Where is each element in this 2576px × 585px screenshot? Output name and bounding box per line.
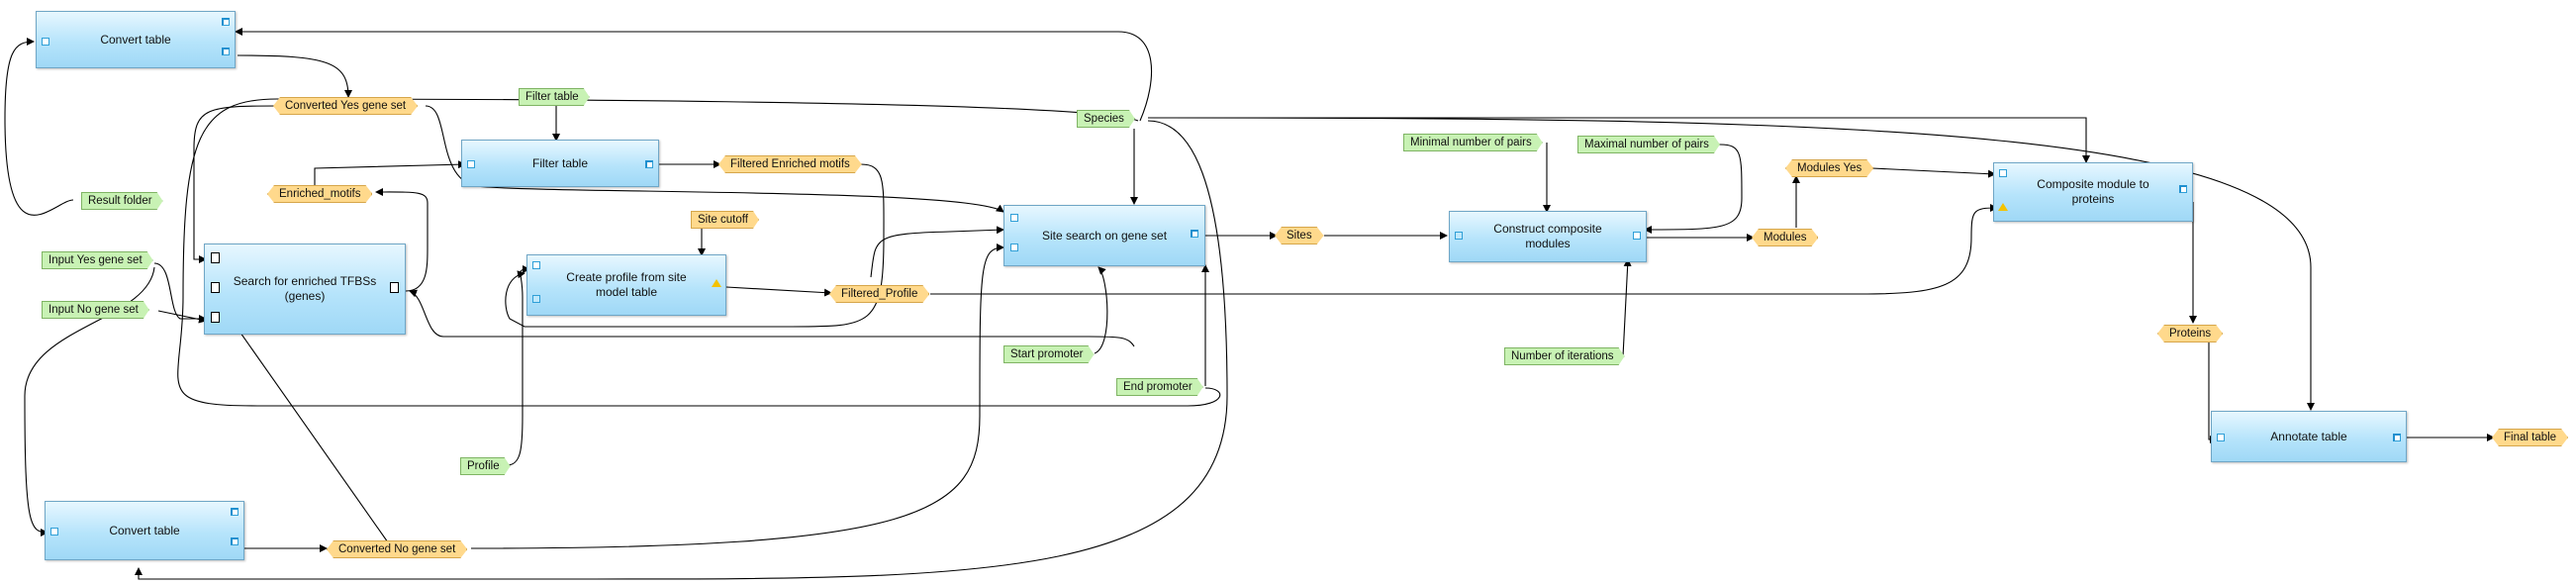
final-table-variable[interactable]: Final table: [2492, 429, 2568, 446]
site-search-node[interactable]: Site search on gene set: [1003, 205, 1205, 266]
edge: [4, 38, 74, 216]
filtered-enriched-variable[interactable]: Filtered Enriched motifs: [718, 155, 862, 173]
construct-composite-node[interactable]: Construct composite modules: [1449, 211, 1647, 262]
converted-yes-variable[interactable]: Converted Yes gene set: [273, 97, 418, 115]
edge: [135, 120, 1228, 580]
convert-table-top-node[interactable]: Convert table: [36, 11, 236, 68]
input-no-param[interactable]: Input No gene set: [42, 301, 149, 319]
edge: [1871, 167, 1996, 178]
proteins-variable[interactable]: Proteins: [2157, 325, 2223, 342]
sites-variable[interactable]: Sites: [1275, 227, 1324, 244]
edge: [235, 28, 1153, 122]
converted-no-variable[interactable]: Converted No gene set: [327, 540, 467, 558]
max-pairs-param[interactable]: Maximal number of pairs: [1577, 136, 1720, 153]
site-search-label: Site search on gene set: [1041, 228, 1168, 243]
convert-table-bottom-node[interactable]: Convert table: [45, 501, 244, 560]
filter-table-label: Filter table: [531, 155, 589, 170]
start-promoter-param[interactable]: Start promoter: [1003, 345, 1095, 363]
edge: [1622, 258, 1632, 357]
edge: [1644, 144, 1743, 234]
edge: [506, 265, 530, 466]
profile-param[interactable]: Profile: [460, 457, 511, 475]
num-iterations-param[interactable]: Number of iterations: [1504, 347, 1625, 365]
composite-to-proteins-node[interactable]: Composite module to proteins: [1993, 162, 2193, 222]
construct-composite-label: Construct composite modules: [1493, 222, 1602, 250]
filtered-profile-variable[interactable]: Filtered_Profile: [829, 285, 929, 303]
filter-table-node[interactable]: Filter table: [461, 140, 659, 187]
edge: [177, 98, 1221, 407]
site-cutoff-param[interactable]: Site cutoff: [691, 211, 759, 229]
edge: [375, 187, 429, 292]
search-enriched-tfbs-node[interactable]: Search for enriched TFBSs (genes): [204, 244, 406, 335]
annotate-table-node[interactable]: Annotate table: [2211, 411, 2407, 462]
edge: [193, 105, 280, 263]
edge: [725, 286, 832, 297]
edge: [870, 226, 1004, 278]
species-param[interactable]: Species: [1077, 110, 1135, 128]
filter-table-param[interactable]: Filter table: [519, 88, 590, 106]
end-promoter-param[interactable]: End promoter: [1116, 378, 1203, 396]
input-yes-param[interactable]: Input Yes gene set: [42, 251, 153, 269]
enriched-motifs-variable[interactable]: Enriched_motifs: [267, 185, 372, 203]
composite-to-proteins-label: Composite module to proteins: [2037, 177, 2149, 206]
modules-yes-variable[interactable]: Modules Yes: [1785, 159, 1873, 177]
annotate-table-label: Annotate table: [2270, 429, 2347, 443]
create-profile-node[interactable]: Create profile from site model table: [526, 254, 726, 316]
result-folder-param[interactable]: Result folder: [81, 192, 163, 210]
edge: [409, 289, 1135, 347]
edge: [505, 163, 885, 328]
edge: [237, 54, 352, 98]
edge: [1094, 266, 1108, 354]
min-pairs-param[interactable]: Minimal number of pairs: [1403, 134, 1543, 151]
edge: [470, 244, 1004, 549]
convert-table-bottom-label: Convert table: [109, 523, 180, 537]
edge: [930, 204, 1998, 295]
edge: [425, 105, 1004, 213]
create-profile-label: Create profile from site model table: [566, 270, 687, 299]
search-enriched-tfbs-label: Search for enriched TFBSs (genes): [233, 274, 377, 303]
modules-variable[interactable]: Modules: [1752, 229, 1818, 246]
edge: [1148, 117, 2090, 163]
edge: [153, 262, 207, 323]
convert-table-top-label: Convert table: [100, 32, 171, 47]
edge: [1167, 117, 2315, 411]
